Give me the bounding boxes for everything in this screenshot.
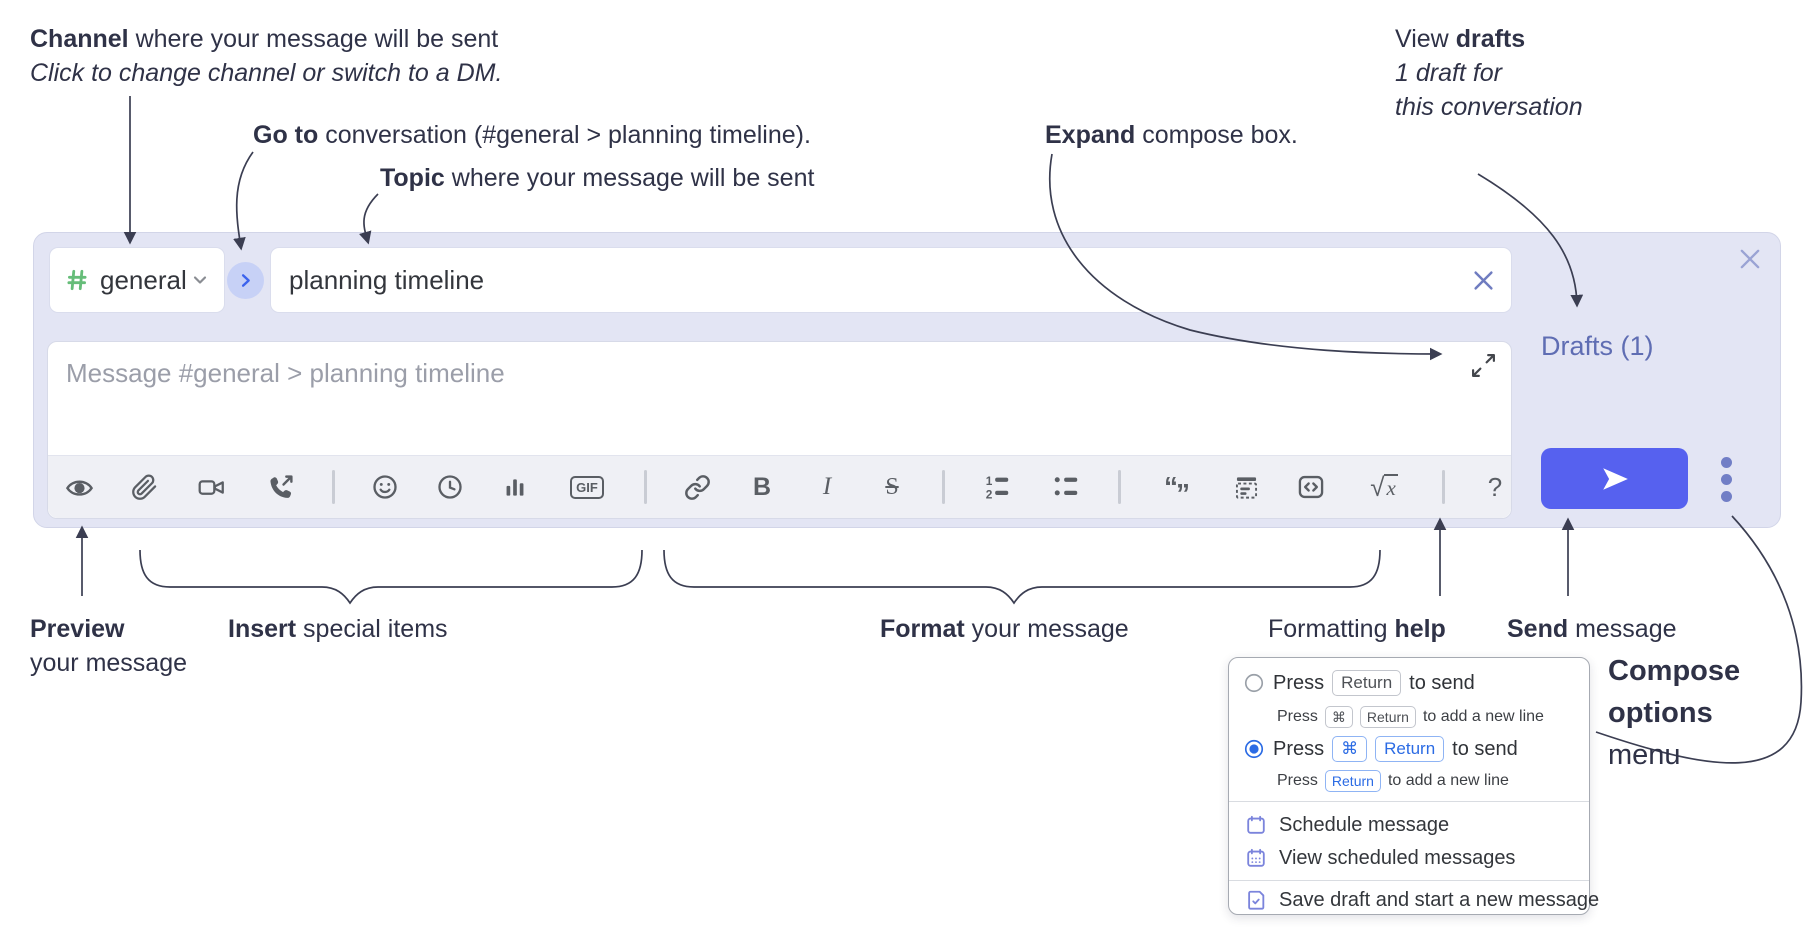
return-keycap: Return — [1332, 670, 1402, 696]
channel-name: general — [100, 264, 187, 295]
svg-text:1: 1 — [986, 474, 993, 488]
annotation-view-drafts-line3: this conversation — [1395, 93, 1583, 121]
brace-insert — [139, 549, 643, 605]
popup-item-view-scheduled-messages[interactable]: View scheduled messages — [1245, 843, 1515, 873]
link-icon[interactable] — [682, 467, 712, 507]
chevron-down-icon — [190, 270, 210, 290]
svg-text:2: 2 — [986, 487, 993, 501]
return-keycap: Return — [1324, 770, 1381, 792]
annotation-channel: Channel where your message will be sent … — [30, 22, 502, 90]
video-call-icon[interactable] — [194, 467, 228, 507]
calendar-grid-icon — [1245, 847, 1267, 869]
clear-topic-icon[interactable] — [1470, 267, 1497, 294]
popup-option-cmd-return-to-send[interactable]: Press ⌘ Return to send — [1243, 736, 1518, 762]
calendar-icon — [1245, 814, 1267, 836]
code-icon[interactable] — [1296, 467, 1326, 507]
compose-box: general — [33, 232, 1781, 528]
strikethrough-icon[interactable]: S — [885, 473, 899, 500]
hash-icon — [64, 267, 90, 293]
cmd-keycap: ⌘ — [1324, 706, 1353, 728]
toolbar-divider — [1442, 470, 1445, 504]
toolbar-divider — [1118, 470, 1121, 504]
dot — [1720, 473, 1732, 485]
topic-input[interactable] — [271, 264, 1470, 296]
emoji-icon[interactable] — [370, 467, 400, 507]
brace-format — [663, 549, 1381, 605]
annotation-preview-bold: Preview — [30, 615, 125, 643]
expand-compose-icon[interactable] — [1470, 352, 1497, 379]
bold-icon[interactable]: B — [752, 472, 772, 501]
annotation-view-drafts-pre: View — [1395, 25, 1456, 53]
annotation-expand-bold: Expand — [1045, 121, 1136, 149]
chevron-right-icon — [236, 271, 255, 290]
cmd-keycap: ⌘ — [1332, 736, 1368, 762]
annotation-go-to-bold: Go to — [253, 121, 319, 149]
popup-item-save-draft[interactable]: Save draft and start a new message — [1245, 886, 1599, 914]
annotation-channel-bold: Channel — [30, 25, 129, 53]
annotation-topic: Topic where your message will be sent — [380, 161, 814, 195]
annotation-preview-line2: your message — [30, 649, 188, 677]
toolbar-divider — [332, 470, 335, 504]
send-icon — [1598, 464, 1632, 494]
annotation-send-message: Send message — [1507, 615, 1677, 643]
compose-toolbar: GIF B I S 1 2 — [48, 455, 1511, 518]
popup-option2-subtext: Press Return to add a new line — [1277, 770, 1509, 792]
return-keycap: Return — [1359, 706, 1416, 728]
drafts-link[interactable]: Drafts (1) — [1541, 331, 1654, 361]
annotation-go-to-rest: conversation (#general > planning timeli… — [318, 121, 811, 149]
draft-check-icon — [1245, 889, 1267, 911]
preview-icon[interactable] — [64, 467, 94, 507]
quote-icon[interactable]: “” — [1164, 471, 1190, 509]
message-textarea[interactable] — [48, 342, 1511, 432]
time-icon[interactable] — [435, 467, 465, 507]
gif-icon[interactable]: GIF — [565, 467, 609, 507]
voice-call-icon[interactable] — [263, 467, 297, 507]
annotation-formatting-help: Formatting help — [1268, 615, 1446, 643]
annotation-view-drafts-line2: 1 draft for — [1395, 59, 1502, 87]
math-icon[interactable]: √x — [1370, 471, 1398, 502]
popup-option1-subtext: Press ⌘ Return to add a new line — [1277, 706, 1544, 728]
annotation-view-drafts: View drafts 1 draft for this conversatio… — [1395, 22, 1583, 124]
annotation-format: Format your message — [880, 615, 1129, 643]
annotation-topic-bold: Topic — [380, 164, 445, 192]
dot — [1720, 456, 1732, 468]
bulleted-list-icon[interactable] — [1049, 467, 1083, 507]
channel-selector[interactable]: general — [49, 247, 225, 313]
annotation-go-to: Go to conversation (#general > planning … — [253, 118, 811, 152]
popup-item-schedule-message[interactable]: Schedule message — [1245, 810, 1449, 840]
popup-divider — [1229, 880, 1589, 881]
dot — [1720, 490, 1732, 502]
toolbar-divider — [644, 470, 647, 504]
italic-icon[interactable]: I — [822, 473, 832, 500]
annotation-compose-options: Compose options menu — [1608, 655, 1741, 771]
annotation-expand: Expand compose box. — [1045, 118, 1298, 152]
send-button[interactable] — [1541, 448, 1688, 509]
annotation-topic-rest: where your message will be sent — [444, 164, 815, 192]
message-area — [48, 342, 1511, 456]
annotation-channel-rest: where your message will be sent — [128, 25, 499, 53]
annotation-insert: Insert special items — [228, 615, 448, 643]
poll-icon[interactable] — [500, 467, 530, 507]
numbered-list-icon[interactable]: 1 2 — [980, 467, 1014, 507]
annotation-channel-line2: Click to change channel or switch to a D… — [30, 59, 503, 87]
return-keycap: Return — [1375, 736, 1445, 762]
toolbar-divider — [942, 470, 945, 504]
message-box: GIF B I S 1 2 — [47, 341, 1512, 519]
spoiler-icon[interactable] — [1231, 467, 1261, 507]
attach-file-icon[interactable] — [129, 467, 159, 507]
compose-options-menu-button[interactable] — [1706, 451, 1746, 507]
radio-unselected-icon[interactable] — [1243, 672, 1265, 694]
radio-selected-icon[interactable] — [1243, 738, 1265, 760]
popup-divider — [1229, 801, 1589, 802]
close-compose-icon[interactable] — [1736, 245, 1764, 273]
annotation-view-drafts-bold: drafts — [1455, 25, 1526, 53]
annotation-preview: Preview your message — [30, 612, 187, 680]
go-to-conversation-button[interactable] — [227, 262, 264, 299]
popup-option-return-to-send[interactable]: Press Return to send — [1243, 670, 1475, 696]
annotation-expand-rest: compose box. — [1135, 121, 1298, 149]
message-formatting-help-icon[interactable]: ? — [1487, 471, 1503, 502]
topic-input-wrap — [270, 247, 1512, 313]
compose-options-popup: Press Return to send Press ⌘ Return to a… — [1228, 657, 1599, 915]
